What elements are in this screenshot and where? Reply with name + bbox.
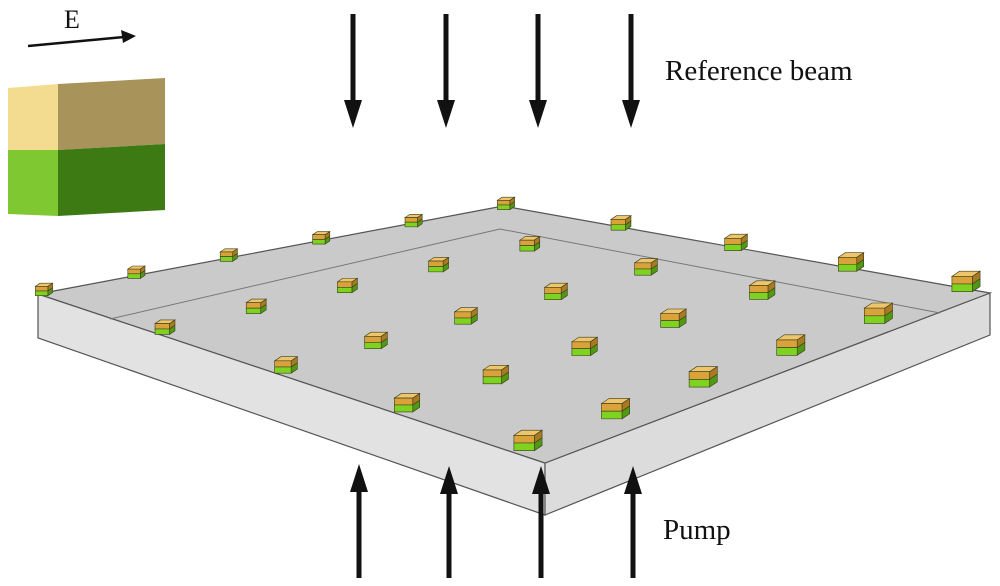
nanoantenna bbox=[512, 429, 544, 452]
nanoantenna bbox=[245, 298, 268, 315]
nanoantenna bbox=[336, 277, 359, 294]
nanoantenna bbox=[723, 233, 749, 252]
nanoantenna bbox=[126, 265, 146, 280]
pump-arrow bbox=[440, 466, 458, 578]
nanoantenna bbox=[600, 397, 631, 420]
legend-cube-green-side bbox=[58, 144, 165, 216]
reference-arrow bbox=[344, 14, 362, 128]
nanoantenna bbox=[748, 280, 776, 300]
slab-top-face bbox=[35, 205, 993, 464]
slab-back-inner-edge bbox=[109, 228, 941, 320]
legend-cube bbox=[8, 78, 165, 216]
substrate-slab bbox=[35, 205, 993, 516]
nanoantenna bbox=[404, 213, 424, 228]
nanoantenna bbox=[453, 307, 479, 325]
nanoantenna bbox=[775, 334, 806, 356]
antenna-array bbox=[34, 196, 982, 452]
nanoantenna bbox=[427, 256, 450, 273]
nanoantenna bbox=[543, 282, 569, 301]
nanoantenna bbox=[496, 196, 516, 211]
pump-arrow bbox=[350, 464, 368, 578]
reference-beam-arrows bbox=[344, 14, 640, 128]
nanoantenna bbox=[482, 364, 510, 385]
reference-beam-label: Reference beam bbox=[665, 55, 853, 87]
nanoantenna bbox=[518, 235, 541, 252]
field-label: E bbox=[64, 5, 80, 34]
reference-arrow bbox=[437, 14, 455, 128]
pump-arrows bbox=[350, 464, 642, 578]
nanoantenna bbox=[34, 282, 54, 297]
legend-cube-gold-side bbox=[58, 78, 165, 150]
legend-cube-green-front bbox=[8, 150, 58, 216]
nanoantenna bbox=[659, 308, 688, 329]
nanoantenna bbox=[570, 336, 599, 357]
nanoantenna bbox=[633, 258, 659, 276]
field-arrow bbox=[27, 30, 136, 48]
nanoantenna bbox=[273, 356, 299, 374]
legend-cube-gold-front bbox=[8, 84, 58, 150]
nanoantenna bbox=[837, 252, 865, 272]
nanoantenna bbox=[950, 270, 982, 293]
nanoantenna bbox=[219, 248, 239, 262]
nanoantenna bbox=[363, 331, 389, 350]
nanoantenna bbox=[311, 231, 331, 245]
nanoantenna bbox=[154, 319, 176, 335]
nanoantenna bbox=[863, 302, 894, 325]
pump-arrow bbox=[624, 466, 642, 578]
pump-arrow bbox=[532, 466, 550, 578]
pump-label: Pump bbox=[663, 514, 731, 546]
nanoantenna bbox=[688, 366, 719, 388]
nanoantenna bbox=[610, 215, 632, 231]
reference-arrow bbox=[529, 14, 547, 128]
reference-arrow bbox=[622, 14, 640, 128]
nanoantenna bbox=[393, 392, 421, 413]
